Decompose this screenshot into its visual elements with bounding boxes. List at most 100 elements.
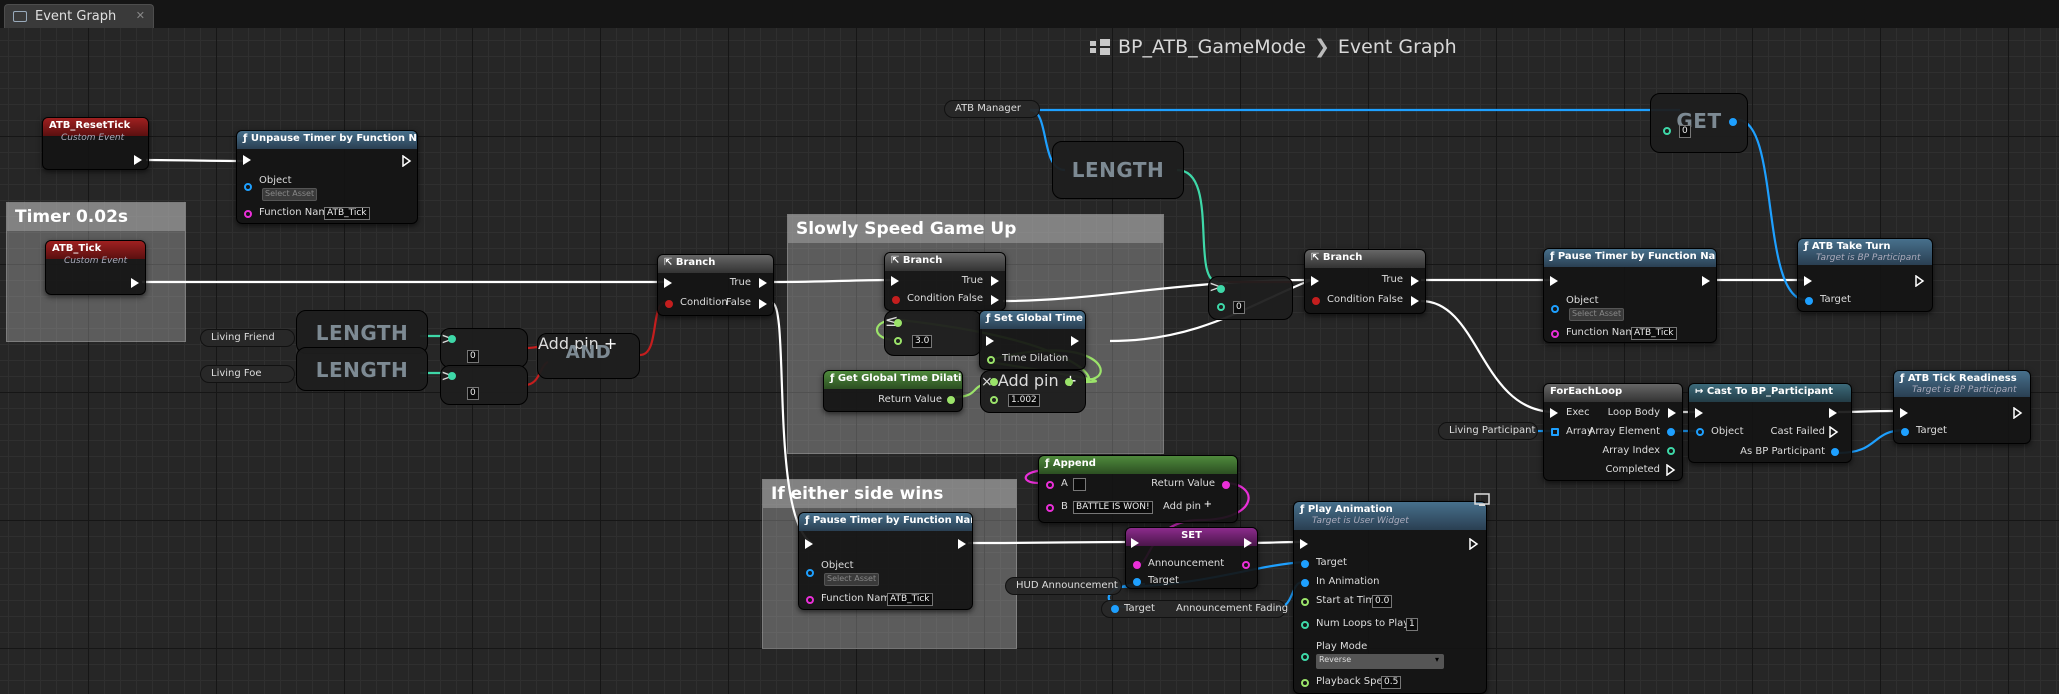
function-name-input[interactable]: ATB_Tick [887, 593, 933, 606]
node-branch-3[interactable]: ⇱ Branch Condition True False [1304, 249, 1426, 314]
item-pin[interactable] [1729, 118, 1737, 126]
exec-out-pin[interactable] [1702, 276, 1710, 286]
condition-pin[interactable] [1312, 297, 1320, 305]
node-less-equal[interactable]: 3.0 ≤ [884, 310, 982, 356]
false-exec-pin[interactable] [1411, 296, 1419, 306]
num-loops-pin[interactable] [1301, 621, 1309, 629]
float-pin[interactable] [894, 337, 902, 345]
target-pin[interactable] [1133, 578, 1141, 586]
add-pin-label[interactable]: Add pin [538, 334, 599, 353]
int-pin[interactable] [1217, 285, 1225, 293]
node-foreach-loop[interactable]: ForEachLoop Exec Array Loop Body Array E… [1543, 383, 1683, 481]
float-pin[interactable] [990, 396, 998, 404]
exec-in-pin[interactable] [805, 539, 813, 549]
node-set-time-dilation[interactable]: ƒ Set Global Time Dilation Time Dilation [979, 310, 1086, 370]
compare-value-input[interactable]: 0 [467, 387, 479, 400]
compare-value-input[interactable]: 3.0 [912, 335, 933, 348]
exec-out-pin[interactable] [1071, 336, 1079, 346]
start-at-time-input[interactable]: 0.0 [1372, 595, 1393, 608]
playback-speed-input[interactable]: 0.5 [1381, 676, 1402, 689]
num-loops-input[interactable]: 1 [1406, 618, 1418, 631]
target-pin[interactable] [1901, 428, 1909, 436]
announcement-pin[interactable] [1133, 561, 1141, 569]
node-greater-than-2[interactable]: 0 > [440, 365, 528, 405]
loop-body-pin[interactable] [1668, 408, 1676, 418]
a-pin[interactable] [1046, 481, 1054, 489]
exec-in-pin[interactable] [1550, 276, 1558, 286]
condition-pin[interactable] [892, 296, 900, 304]
compare-value-input[interactable]: 0 [1233, 301, 1245, 314]
var-living-participant[interactable]: Living Participant [1438, 422, 1538, 440]
compare-value-input[interactable]: 0 [467, 350, 479, 363]
add-pin-label[interactable]: Add pin [1162, 501, 1201, 512]
node-length-friend[interactable]: LENGTH [296, 310, 428, 354]
node-atb-tick[interactable]: ATB_Tick Custom Event [45, 240, 146, 295]
exec-out-pin[interactable] [134, 155, 142, 165]
node-pause-timer-1[interactable]: ƒ Pause Timer by Function Name Object Se… [1543, 248, 1717, 343]
node-append[interactable]: ƒ Append A B BATTLE IS WON! Return Value… [1038, 455, 1238, 523]
add-pin-label[interactable]: Add pin [997, 371, 1059, 390]
var-living-foe[interactable]: Living Foe [200, 365, 295, 383]
playback-speed-pin[interactable] [1301, 679, 1309, 687]
function-name-input[interactable]: ATB_Tick [324, 207, 370, 220]
exec-out-pin[interactable] [1244, 538, 1252, 548]
index-input[interactable]: 0 [1679, 125, 1691, 138]
exec-in-pin[interactable] [891, 276, 899, 286]
return-value-pin[interactable] [1222, 481, 1230, 489]
multiply-value-input[interactable]: 1.002 [1008, 394, 1040, 407]
exec-in-pin[interactable] [1550, 408, 1558, 418]
breadcrumb-blueprint[interactable]: BP_ATB_GameMode [1118, 36, 1306, 58]
false-exec-pin[interactable] [991, 295, 999, 305]
true-exec-pin[interactable] [991, 276, 999, 286]
index-pin[interactable] [1663, 127, 1671, 135]
exec-out-pin[interactable] [1829, 408, 1837, 418]
time-dilation-pin[interactable] [987, 356, 995, 364]
object-pin[interactable] [244, 183, 252, 191]
object-pin[interactable] [1696, 428, 1704, 436]
exec-in-pin[interactable] [1311, 276, 1319, 286]
exec-in-pin[interactable] [1804, 276, 1812, 286]
condition-pin[interactable] [665, 300, 673, 308]
node-cast-to-participant[interactable]: ↦ Cast To BP_Participant Object Cast Fai… [1688, 383, 1852, 463]
exec-out-pin[interactable] [958, 539, 966, 549]
int-pin[interactable] [448, 372, 456, 380]
int-pin[interactable] [448, 335, 456, 343]
node-atb-take-turn[interactable]: ƒ ATB Take Turn Target is BP Participant… [1797, 238, 1933, 312]
var-hud-announcement[interactable]: HUD Announcement [1005, 577, 1122, 595]
announcement-out-pin[interactable] [1242, 561, 1250, 569]
play-mode-pin[interactable] [1301, 653, 1309, 661]
return-value-pin[interactable] [947, 396, 955, 404]
node-length-manager[interactable]: LENGTH [1052, 141, 1184, 199]
select-asset-dropdown[interactable]: Select Asset [824, 573, 880, 586]
var-living-friend[interactable]: Living Friend [200, 329, 295, 347]
exec-in-pin[interactable] [664, 278, 672, 288]
node-pause-timer-2[interactable]: ƒ Pause Timer by Function Name Object Se… [798, 512, 973, 610]
b-input[interactable]: BATTLE IS WON! [1073, 501, 1153, 514]
node-multiply[interactable]: 1.002 × Add pin + [980, 370, 1086, 413]
node-set-announcement[interactable]: SET Announcement Target [1125, 527, 1258, 589]
result-pin[interactable] [1065, 378, 1073, 386]
b-pin[interactable] [1046, 504, 1054, 512]
select-asset-dropdown[interactable]: Select Asset [1569, 308, 1625, 321]
exec-out-pin[interactable] [131, 278, 139, 288]
exec-in-pin[interactable] [1131, 538, 1139, 548]
a-input[interactable] [1073, 478, 1086, 491]
in-animation-pin[interactable] [1301, 579, 1309, 587]
exec-in-pin[interactable] [1695, 408, 1703, 418]
start-at-time-pin[interactable] [1301, 598, 1309, 606]
node-greater-than-3[interactable]: 0 > [1208, 276, 1293, 320]
exec-in-pin[interactable] [986, 336, 994, 346]
comment-timer[interactable]: Timer 0.02s [6, 202, 186, 342]
node-get-time-dilation[interactable]: ƒ Get Global Time Dilation Return Value [823, 370, 963, 412]
node-length-foe[interactable]: LENGTH [296, 347, 428, 391]
exec-in-pin[interactable] [1300, 539, 1308, 549]
node-unpause-timer[interactable]: ƒ Unpause Timer by Function Name Object … [236, 130, 418, 224]
node-announcement-fading[interactable]: Target Announcement Fading [1101, 600, 1288, 618]
target-pin[interactable] [1301, 560, 1309, 568]
exec-in-pin[interactable] [243, 155, 251, 165]
target-pin[interactable] [1111, 605, 1119, 613]
node-branch-1[interactable]: ⇱ Branch Condition True False [657, 254, 774, 316]
false-exec-pin[interactable] [759, 299, 767, 309]
exec-in-pin[interactable] [1900, 408, 1908, 418]
close-icon[interactable]: ✕ [135, 9, 145, 22]
